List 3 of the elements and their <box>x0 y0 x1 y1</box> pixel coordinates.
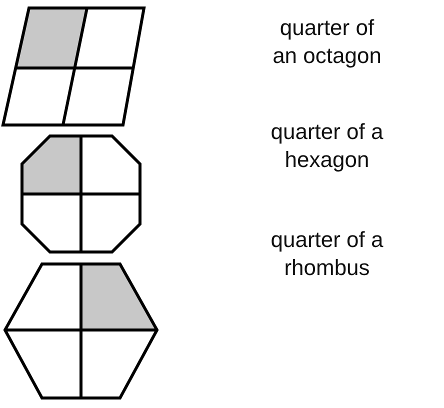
shape-caption: quarter of a rhombus <box>270 226 384 282</box>
shape-caption: quarter of a hexagon <box>270 118 384 174</box>
shape-caption: quarter of an octagon <box>272 14 382 70</box>
